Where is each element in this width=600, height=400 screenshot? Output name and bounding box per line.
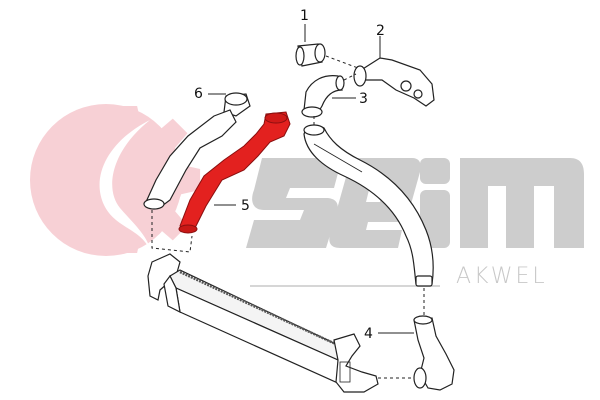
part-3-elbow-hose[interactable] bbox=[301, 75, 345, 118]
dash-3-2 bbox=[343, 73, 357, 81]
dash-hoses-intercooler bbox=[151, 210, 193, 253]
callout-6: 6 bbox=[194, 86, 203, 102]
part-2-intake-elbow[interactable] bbox=[353, 57, 435, 107]
callout-1: 1 bbox=[300, 8, 309, 24]
callout-2: 2 bbox=[376, 23, 385, 39]
seim-wordmark-watermark bbox=[246, 158, 584, 248]
part-4-lower-hose[interactable] bbox=[413, 315, 455, 391]
part-1-sleeve[interactable] bbox=[295, 43, 326, 67]
akwel-text: AKWEL bbox=[456, 264, 548, 289]
callout-4: 4 bbox=[364, 326, 373, 342]
part-6-upper-hose[interactable] bbox=[143, 92, 251, 210]
akwel-wordmark: AKWEL bbox=[456, 264, 548, 289]
callout-5: 5 bbox=[241, 198, 250, 214]
part-5-red-hose[interactable] bbox=[178, 111, 291, 234]
callout-3: 3 bbox=[359, 91, 368, 107]
long-charge-pipe[interactable] bbox=[303, 124, 434, 287]
intercooler[interactable] bbox=[147, 253, 379, 393]
dash-1-2 bbox=[325, 55, 359, 69]
gear-logo-watermark bbox=[30, 104, 201, 256]
